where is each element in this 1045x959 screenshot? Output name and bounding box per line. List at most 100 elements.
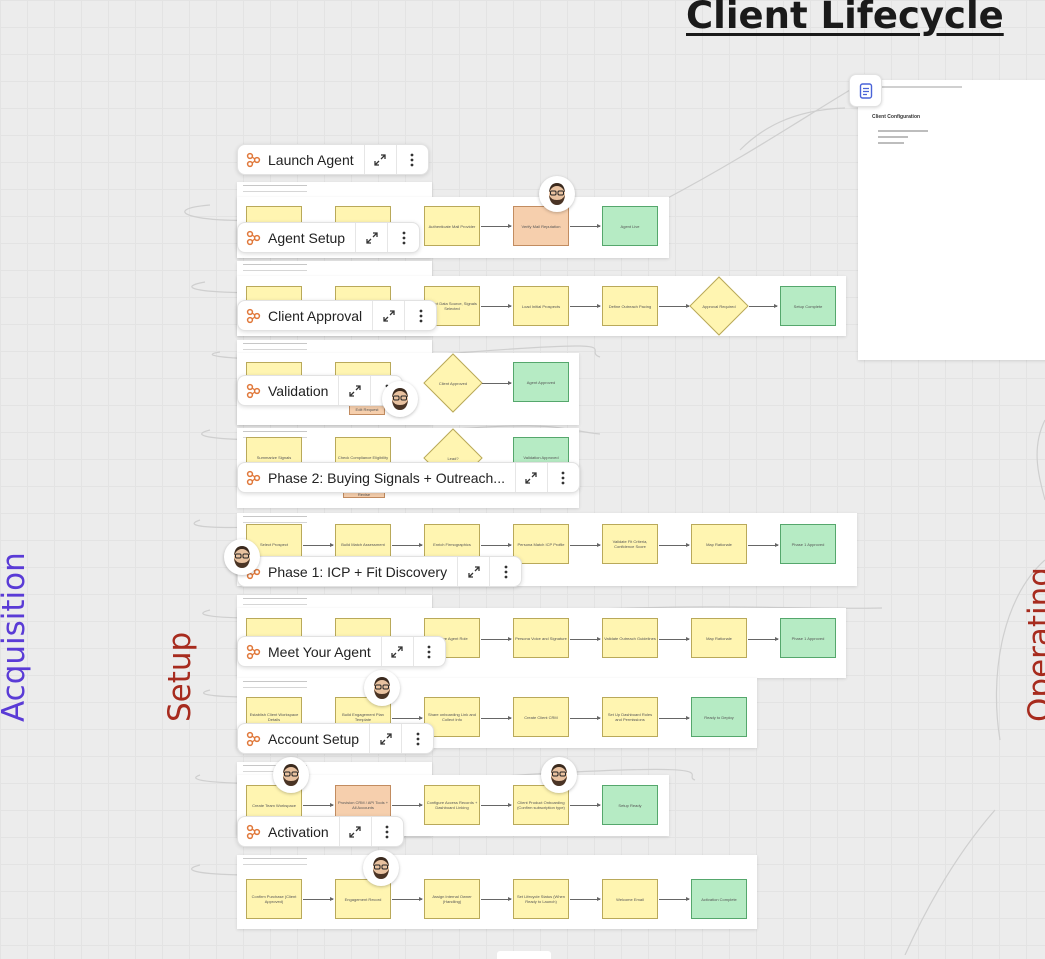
sticky-note[interactable]: Agent Live [602, 206, 658, 246]
decision-label: Approval Required [702, 303, 736, 309]
frame-chip-label: Activation [268, 823, 329, 840]
arrow-connector [392, 716, 423, 720]
frame-nodes-icon [238, 308, 268, 324]
frame-chip-account-setup[interactable]: Account Setup [237, 723, 435, 754]
sticky-note[interactable]: Verify Mail Reputation [513, 206, 569, 246]
sticky-note[interactable]: Map Rationale [691, 618, 747, 658]
frame-nodes-icon [238, 470, 268, 486]
arrow-connector [481, 803, 512, 807]
sticky-note[interactable]: Persona Match ICP Profile [513, 524, 569, 564]
sticky-note[interactable]: Load Initial Prospects [513, 286, 569, 326]
onboarding-frame[interactable] [237, 855, 757, 929]
frame-chip-client-approval[interactable]: Client Approval [237, 300, 438, 331]
sticky-note[interactable]: Define Outreach Pacing [602, 286, 658, 326]
sticky-note[interactable]: Persona Voice and Signature [513, 618, 569, 658]
sticky-note[interactable]: Set Up Dashboard Roles and Permissions [602, 697, 658, 737]
frame-header-line [243, 343, 307, 350]
expand-arrows-icon[interactable] [457, 557, 489, 586]
sticky-note[interactable]: Phase 1 Approved [780, 618, 836, 658]
arrow-connector [392, 803, 423, 807]
expand-arrows-icon[interactable] [514, 463, 547, 492]
collaborator-avatar[interactable] [541, 757, 577, 793]
collaborator-avatar[interactable] [364, 670, 400, 706]
arrow-connector [659, 304, 690, 308]
arrow-connector [570, 304, 601, 308]
sticky-note[interactable]: Validate Fit Criteria, Confidence Score [602, 524, 658, 564]
sticky-note[interactable]: Agent Approved [513, 362, 569, 402]
expand-arrows-icon[interactable] [363, 145, 396, 174]
frame-header-line [243, 185, 307, 192]
sticky-note[interactable]: Welcome Email [602, 879, 658, 919]
sticky-note[interactable]: Activation Complete [691, 879, 747, 919]
sticky-note[interactable]: Confirm Purchase (Client Approved) [246, 879, 302, 919]
frame-chip-launch-agent[interactable]: Launch Agent [237, 144, 429, 175]
frame-chip-validation[interactable]: Validation [237, 375, 404, 406]
sticky-note[interactable]: Setup Ready [602, 785, 658, 825]
arrow-connector [392, 897, 423, 901]
operating-section-label: Operating [1022, 567, 1045, 722]
collaborator-avatar[interactable] [539, 176, 575, 212]
client-configuration-doc[interactable]: Client Configuration [858, 80, 1045, 360]
arrow-connector [570, 803, 601, 807]
sticky-note[interactable]: Authenticate Mail Provider [424, 206, 480, 246]
more-vertical-icon[interactable] [404, 301, 436, 330]
frame-chip-activation[interactable]: Activation [237, 816, 404, 847]
frame-chip-label: Account Setup [268, 730, 360, 747]
frame-chip-agent-setup[interactable]: Agent Setup [237, 222, 421, 253]
sticky-note[interactable]: Setup Complete [780, 286, 836, 326]
frame-header-line [243, 264, 307, 271]
arrow-connector [481, 543, 512, 547]
more-vertical-icon[interactable] [401, 724, 433, 753]
document-icon[interactable] [849, 74, 882, 107]
arrow-connector [570, 543, 601, 547]
arrow-connector [748, 543, 779, 547]
sticky-note[interactable]: Client Product Onboarding (Confirm subsc… [513, 785, 569, 825]
decision-label: Client Approved [438, 380, 468, 386]
expand-arrows-icon[interactable] [338, 817, 371, 846]
more-vertical-icon[interactable] [489, 557, 521, 586]
frame-nodes-icon [238, 824, 268, 840]
collaborator-avatar[interactable] [363, 850, 399, 886]
collaborator-avatar[interactable] [382, 381, 418, 417]
sticky-note[interactable]: Validate Outreach Guidelines [602, 618, 658, 658]
arrow-connector [303, 897, 334, 901]
expand-arrows-icon[interactable] [369, 724, 401, 753]
more-vertical-icon[interactable] [546, 463, 579, 492]
frame-chip-phase1[interactable]: Phase 1: ICP + Fit Discovery [237, 556, 523, 587]
doc-title: Client Configuration [872, 114, 921, 120]
sticky-note[interactable]: Assign Internal Owner (Handling) [424, 879, 480, 919]
more-vertical-icon[interactable] [387, 223, 419, 252]
arrow-connector [570, 224, 601, 228]
frame-chip-label: Agent Setup [268, 229, 346, 246]
sticky-note[interactable]: Phase 1 Approved [780, 524, 836, 564]
expand-arrows-icon[interactable] [380, 637, 413, 666]
arrow-connector [481, 897, 512, 901]
setup-section-label: Setup [162, 631, 198, 722]
frame-nodes-icon [238, 731, 268, 747]
sticky-note[interactable]: Configure Access Records + Dashboard Lin… [424, 785, 480, 825]
arrow-connector [482, 381, 512, 385]
collaborator-avatar[interactable] [224, 539, 260, 575]
collaborator-avatar[interactable] [273, 757, 309, 793]
sticky-note[interactable]: Set Lifecycle Status (When Ready to Laun… [513, 879, 569, 919]
more-vertical-icon[interactable] [412, 637, 445, 666]
more-vertical-icon[interactable] [370, 817, 403, 846]
arrow-connector [481, 716, 512, 720]
frame-nodes-icon [238, 644, 268, 660]
sticky-note[interactable]: Ready to Deploy [691, 697, 747, 737]
arrow-connector [659, 543, 690, 547]
sticky-note[interactable]: Map Rationale [691, 524, 747, 564]
expand-arrows-icon[interactable] [372, 301, 404, 330]
expand-arrows-icon[interactable] [355, 223, 387, 252]
doc-line [878, 142, 904, 144]
sticky-note[interactable]: Create Client CRM [513, 697, 569, 737]
frame-chip-meet-agent[interactable]: Meet Your Agent [237, 636, 446, 667]
arrow-connector [481, 637, 512, 641]
frame-nodes-icon [238, 152, 268, 168]
frame-chip-phase2[interactable]: Phase 2: Buying Signals + Outreach... [237, 462, 580, 493]
expand-arrows-icon[interactable] [338, 376, 370, 405]
more-vertical-icon[interactable] [395, 145, 428, 174]
arrow-connector [481, 224, 512, 228]
frame-chip-label: Launch Agent [268, 151, 354, 168]
